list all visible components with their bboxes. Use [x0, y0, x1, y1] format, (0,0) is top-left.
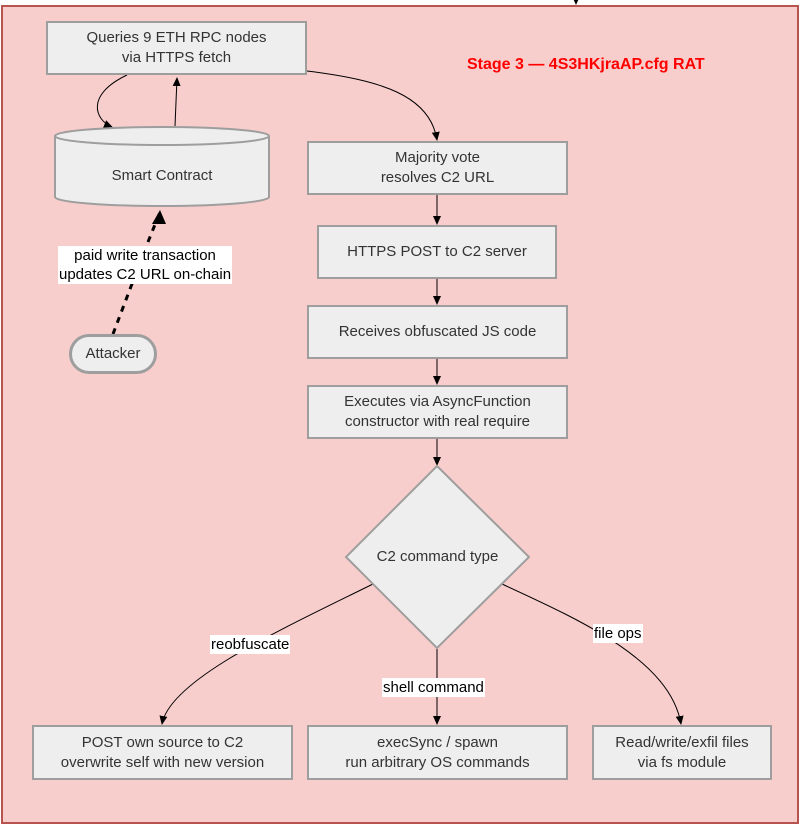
attacker-node[interactable]: Attacker [69, 334, 157, 374]
shell-command-label: shell command [382, 678, 485, 697]
file-action-box[interactable]: Read/write/exfil files via fs module [592, 725, 772, 780]
https-post-box[interactable]: HTTPS POST to C2 server [317, 225, 557, 279]
reobfuscate-action-box[interactable]: POST own source to C2 overwrite self wit… [32, 725, 293, 780]
reobfuscate-label: reobfuscate [210, 635, 291, 654]
receives-code-box[interactable]: Receives obfuscated JS code [307, 305, 568, 359]
majority-vote-box[interactable]: Majority vote resolves C2 URL [307, 141, 568, 195]
attacker-write-label: paid write transaction updates C2 URL on… [58, 246, 233, 284]
query-rpc-nodes-box[interactable]: Queries 9 ETH RPC nodes via HTTPS fetch [46, 21, 307, 75]
decision-label[interactable]: C2 command type [376, 548, 499, 565]
file-ops-label: file ops [593, 624, 643, 643]
stage-title: Stage 3 — 4S3HKjraAP.cfg RAT [467, 56, 705, 73]
smart-contract-label[interactable]: Smart Contract [111, 167, 213, 184]
shell-action-box[interactable]: execSync / spawn run arbitrary OS comman… [307, 725, 568, 780]
executes-box[interactable]: Executes via AsyncFunction constructor w… [307, 385, 568, 439]
